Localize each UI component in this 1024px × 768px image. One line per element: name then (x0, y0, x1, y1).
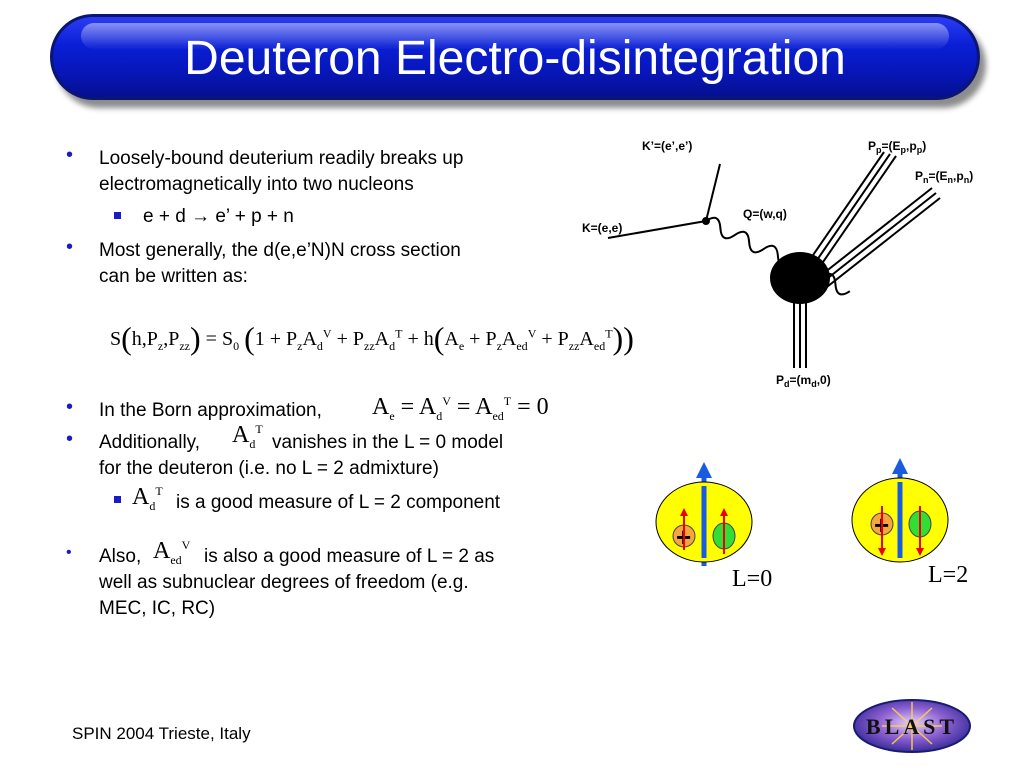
l2-label: L=2 (928, 562, 969, 588)
adt-symbol: AdT (232, 422, 263, 451)
sub-bullet-square (114, 496, 121, 503)
bullet-dot: • (66, 428, 74, 450)
adt-symbol-2: AdT (132, 484, 163, 513)
logo-text: BLAST (866, 714, 958, 739)
deuteron-l2-diagram: + (851, 458, 949, 563)
reaction-equation: e + d → e’ + p + n (143, 206, 294, 227)
eq-lhs: S(h,Pz,Pzz) = S0 (1 + PzAdV + PzzAdT + h… (110, 320, 634, 356)
bullet-4-line-2: for the deuteron (i.e. no L = 2 admixtur… (99, 458, 439, 479)
aedv-symbol: AedV (153, 538, 191, 567)
q-label: Q=(w,q) (743, 207, 787, 221)
bullet-5-line-3: MEC, IC, RC) (99, 598, 216, 619)
bullet-5-suffix: is also a good measure of L = 2 as (204, 546, 495, 567)
sub-bullet-square (114, 212, 121, 219)
born-equation: Ae = AdV = AedT = 0 (372, 394, 549, 423)
title-banner: Deuteron Electro-disintegration (50, 14, 980, 100)
interaction-blob (770, 252, 830, 304)
page-title: Deuteron Electro-disintegration (184, 32, 846, 85)
k-prime-label: K’=(e’,e’) (642, 139, 692, 153)
deuteron-l0-diagram: + (655, 462, 753, 566)
neutron-lines (809, 187, 941, 295)
bullet-dot: • (66, 396, 74, 418)
footer-text: SPIN 2004 Trieste, Italy (72, 724, 251, 743)
bullet-dot: • (66, 544, 72, 561)
bullet-1-line-1: Loosely-bound deuterium readily breaks u… (99, 148, 464, 169)
bullet-dot: • (66, 236, 74, 258)
blast-logo: BLAST (853, 699, 971, 753)
bullet-2-line-2: can be written as: (99, 266, 248, 287)
incoming-electron-line (607, 220, 707, 239)
bullet-5-line-2: well as subnuclear degrees of freedom (e… (99, 572, 469, 593)
scattering-diagram: K’=(e’,e’) K=(e,e) Q=(w,q) Pp=(Ep,pp) Pn… (582, 139, 973, 389)
spin-arrow-head (696, 462, 712, 478)
pd-label: Pd=(md,0) (776, 373, 831, 389)
bullet-dot: • (66, 144, 74, 166)
outgoing-electron-line (705, 163, 721, 222)
bullet-4-suffix: vanishes in the L = 0 model (272, 432, 504, 453)
pn-label: Pn=(En,pn) (915, 169, 973, 185)
bullet-4-sub-text: is a good measure of L = 2 component (176, 492, 501, 513)
bullet-5-prefix: Also, (99, 546, 142, 567)
cross-section-equation: S(h,Pz,Pzz) = S0 (1 + PzAdV + PzzAdT + h… (110, 320, 634, 357)
proton-lines (799, 151, 897, 279)
k-label: K=(e,e) (582, 221, 622, 235)
l0-label: L=0 (732, 566, 773, 592)
bullet-1-line-2: electromagnetically into two nucleons (99, 174, 414, 195)
pp-label: Pp=(Ep,pp) (868, 139, 926, 155)
bullet-2-line-1: Most generally, the d(e,e’N)N cross sect… (99, 240, 461, 261)
bullet-4-prefix: Additionally, (99, 432, 201, 453)
bullet-3-text: In the Born approximation, (99, 400, 322, 421)
